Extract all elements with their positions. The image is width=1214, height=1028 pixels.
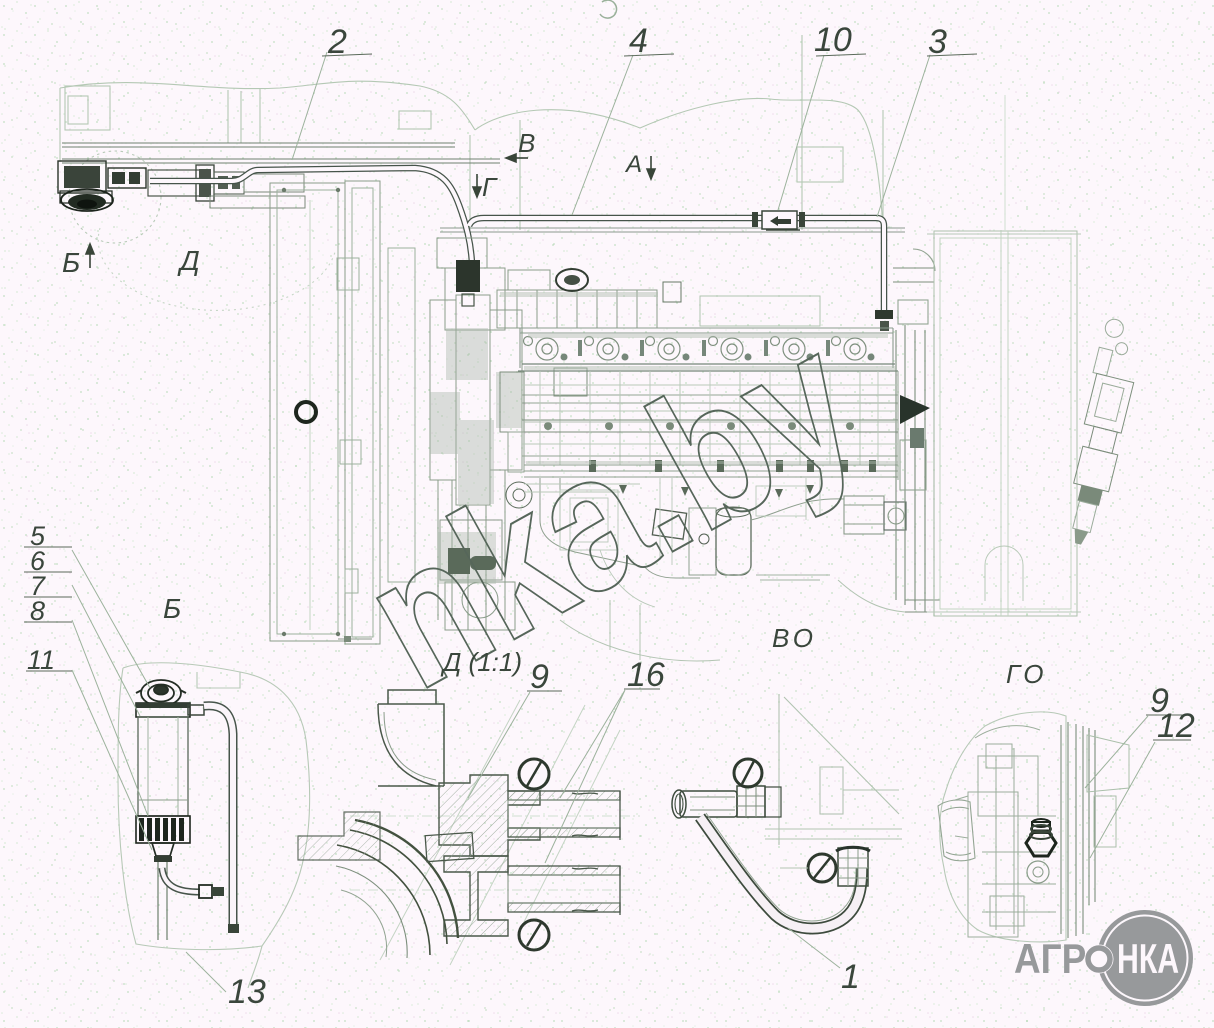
svg-text:Д (1:1): Д (1:1) (440, 647, 522, 677)
svg-text:Б: Б (62, 247, 80, 278)
svg-text:Б: Б (163, 593, 181, 624)
svg-text:13: 13 (228, 973, 266, 1011)
svg-text:9: 9 (1150, 682, 1169, 720)
svg-text:16: 16 (627, 656, 665, 694)
svg-text:11: 11 (27, 645, 55, 675)
svg-text:8: 8 (30, 596, 45, 626)
svg-text:АГР: АГР (1014, 936, 1086, 983)
svg-text:А: А (624, 151, 642, 178)
svg-text:5: 5 (30, 521, 46, 551)
svg-text:ГО: ГО (1006, 659, 1048, 689)
svg-text:4: 4 (629, 22, 648, 60)
svg-text:6: 6 (30, 546, 46, 576)
svg-text:12: 12 (1157, 707, 1195, 745)
svg-text:10: 10 (814, 21, 852, 59)
svg-text:Д: Д (177, 245, 200, 276)
svg-text:ВО: ВО (772, 623, 817, 653)
svg-text:Г: Г (482, 172, 498, 202)
svg-text:НКА: НКА (1117, 935, 1179, 982)
svg-text:2: 2 (327, 23, 347, 61)
svg-text:В: В (518, 128, 535, 158)
svg-text:7: 7 (30, 571, 46, 601)
svg-text:9: 9 (530, 658, 549, 696)
svg-text:3: 3 (928, 23, 947, 61)
svg-text:1: 1 (841, 958, 860, 996)
